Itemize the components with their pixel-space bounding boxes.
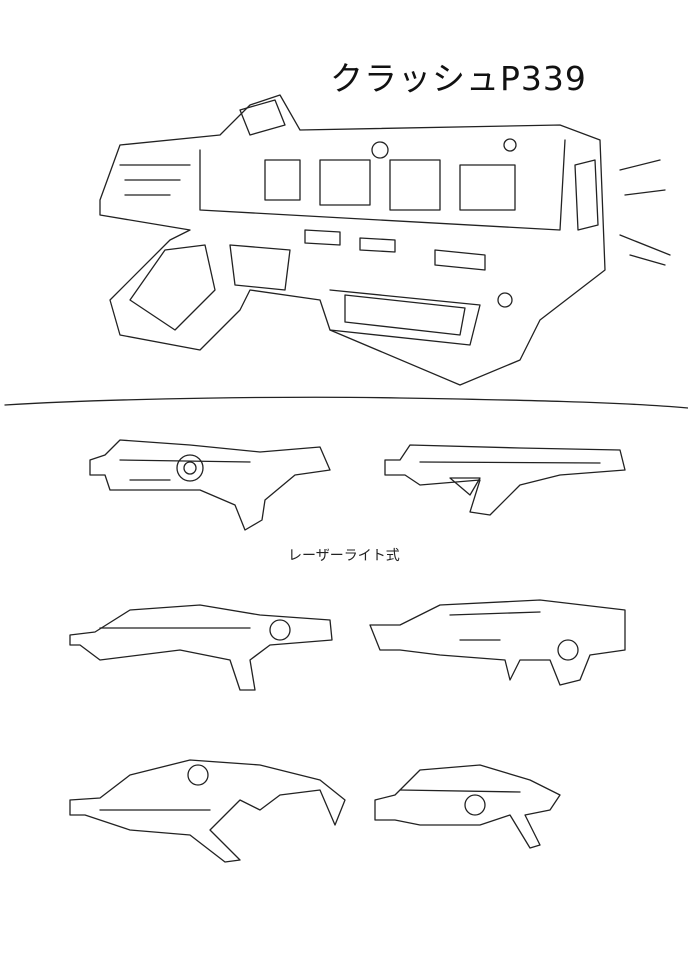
weapon-title: クラッシュP339 — [330, 59, 587, 98]
variant-1 — [89, 439, 331, 531]
divider-line — [4, 396, 688, 409]
variant-3 — [69, 604, 333, 691]
variant-2 — [384, 444, 626, 516]
variant-6 — [374, 764, 561, 849]
main-weapon-sketch — [99, 94, 671, 386]
variant-caption: レーザーライト式 — [288, 548, 400, 564]
variant-5 — [69, 759, 346, 863]
variant-4 — [369, 599, 626, 686]
